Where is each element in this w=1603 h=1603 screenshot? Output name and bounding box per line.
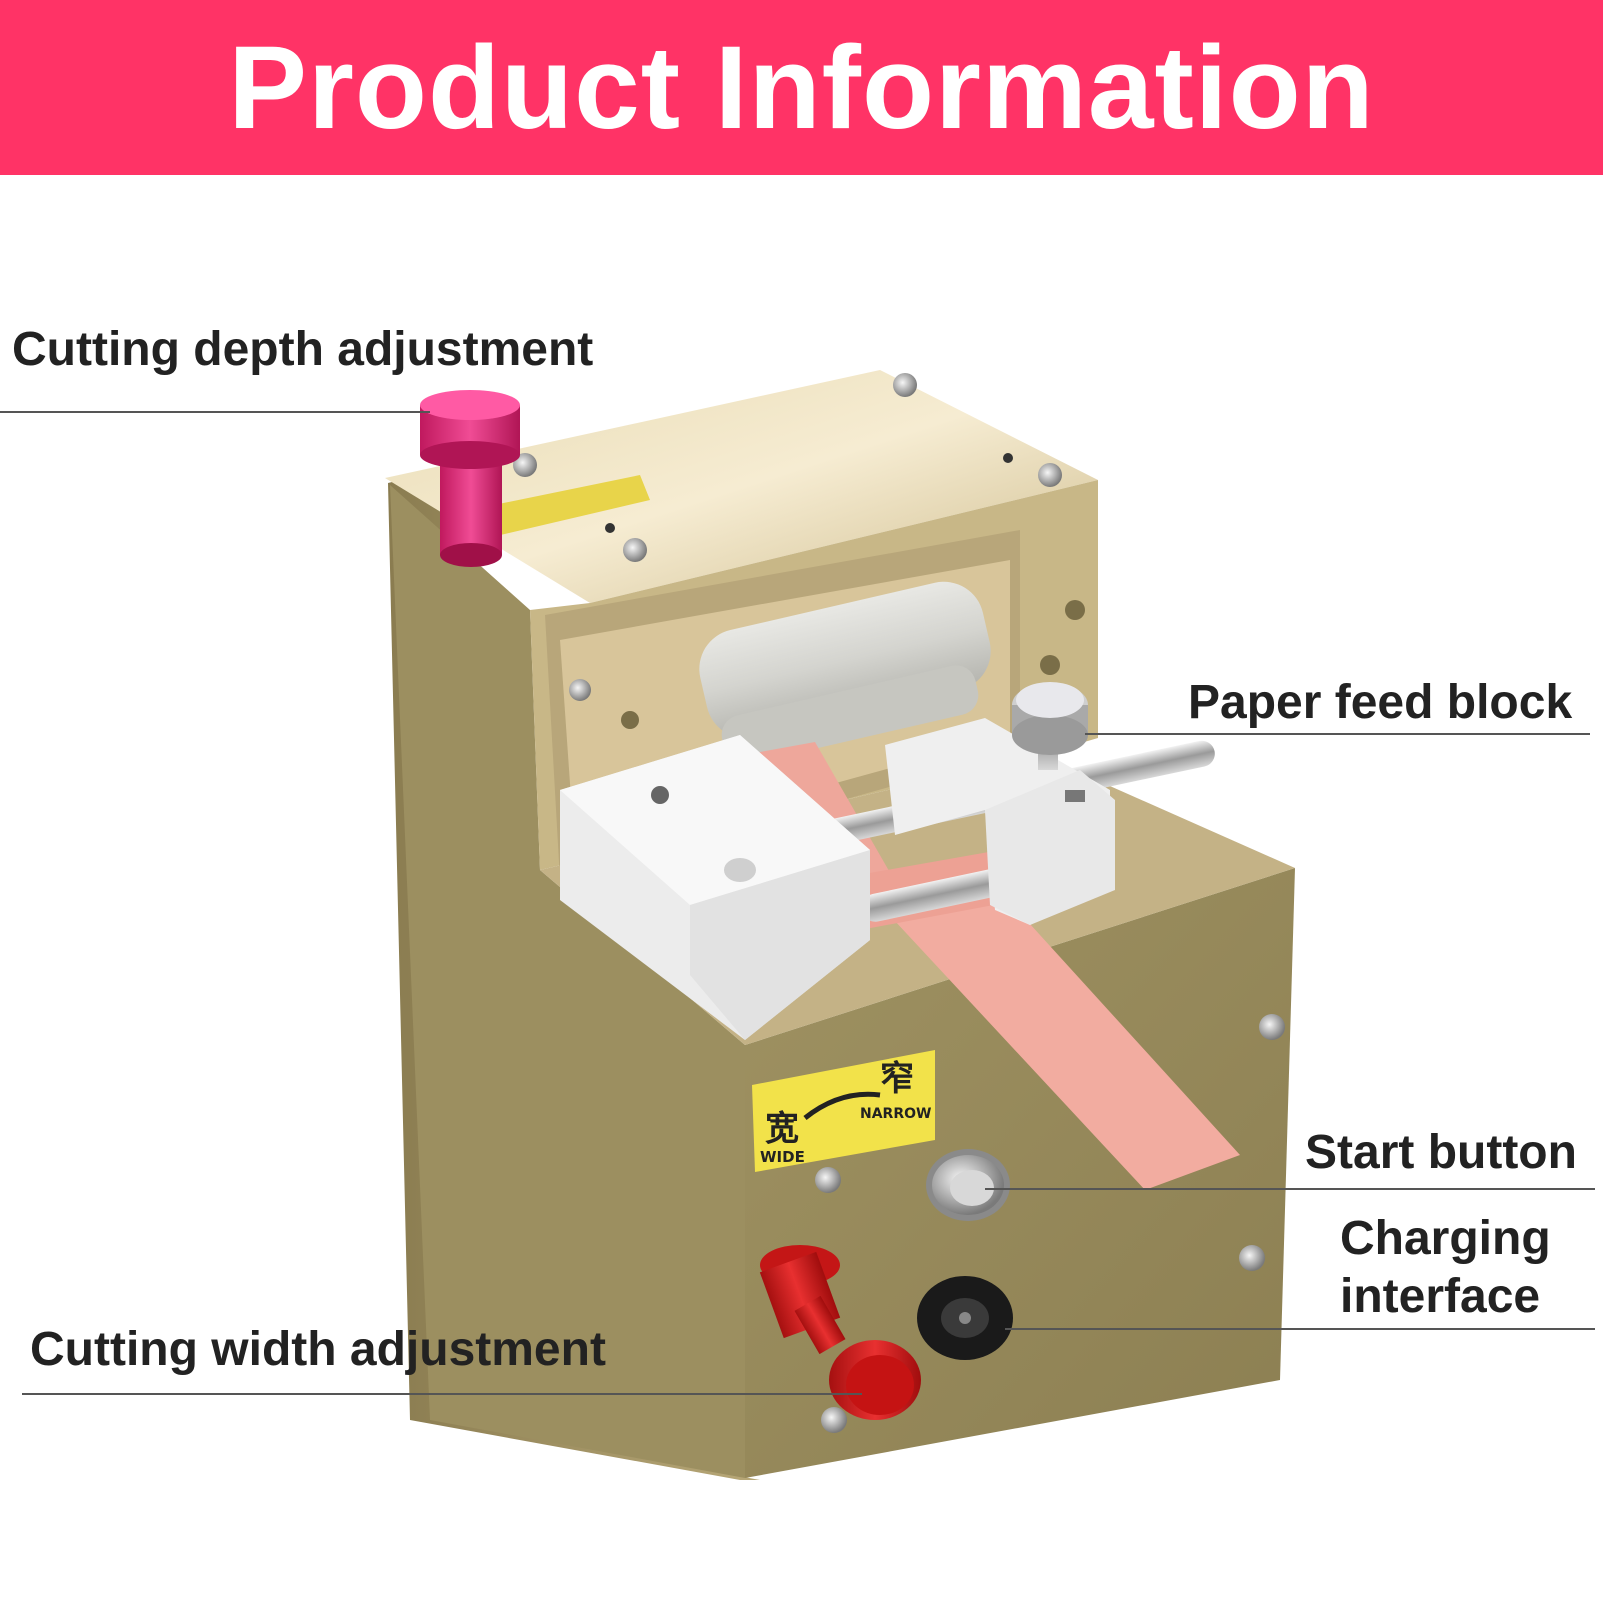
machine-side-face (390, 485, 745, 1478)
callout-line-cutting-width (22, 1393, 862, 1395)
narrow-en-text: NARROW (860, 1106, 931, 1122)
wide-cn-text: 宽 (765, 1109, 799, 1149)
callout-line-paper-feed (1085, 733, 1590, 735)
page-title: Product Information (228, 21, 1375, 154)
narrow-cn-text: 窄 (880, 1059, 914, 1099)
title-banner: Product Information (0, 0, 1603, 175)
guide-rod-lower (861, 866, 1019, 922)
callout-charging-interface: Charging interface (1340, 1210, 1551, 1326)
callout-line-cutting-depth (0, 411, 430, 413)
callout-line-start-button (985, 1188, 1595, 1190)
wide-narrow-sticker (752, 1050, 935, 1172)
callout-paper-feed: Paper feed block (1188, 676, 1573, 729)
callout-charging-line1: Charging (1340, 1212, 1551, 1265)
charging-port-graphic (917, 1276, 1013, 1360)
paper-strip-front (880, 880, 1240, 1190)
start-button-graphic (926, 1149, 1010, 1221)
callout-start-button: Start button (1305, 1126, 1577, 1179)
cutting-width-knob (759, 1245, 921, 1420)
machine-top-plate (385, 370, 1098, 603)
wide-en-text: WIDE (760, 1148, 805, 1166)
callout-line-charging (1005, 1328, 1595, 1330)
callout-cutting-depth: Cutting depth adjustment (12, 323, 594, 376)
cutting-depth-knob (420, 390, 520, 567)
machine-front-face (745, 868, 1295, 1478)
callout-cutting-width: Cutting width adjustment (30, 1323, 606, 1376)
callout-charging-line2: interface (1340, 1270, 1541, 1323)
